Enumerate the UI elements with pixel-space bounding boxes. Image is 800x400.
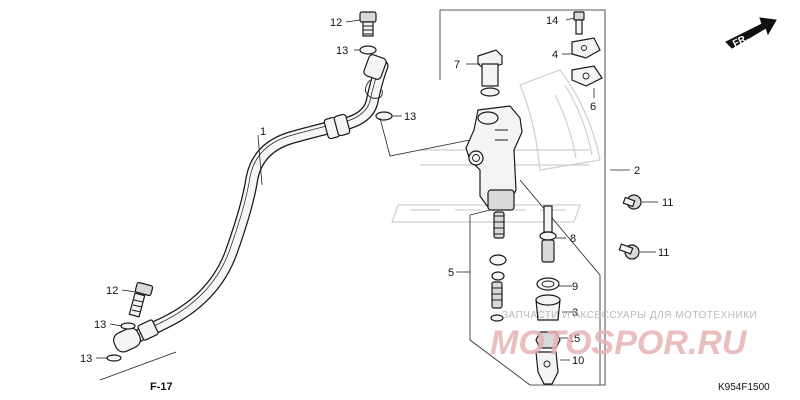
callout-13-upper-a: 13 — [336, 45, 348, 57]
callout-5: 5 — [448, 267, 454, 279]
ring-9[interactable] — [536, 277, 560, 291]
callout-1: 1 — [260, 126, 266, 138]
washer-upper-b[interactable] — [375, 111, 393, 121]
assembly-bracket-2 — [439, 9, 606, 386]
callout-2: 2 — [634, 165, 640, 177]
callout-6: 6 — [590, 101, 596, 113]
callout-3: 3 — [572, 307, 578, 319]
diaphragm-6[interactable] — [571, 65, 603, 87]
callout-15: 15 — [568, 333, 580, 345]
leader-lines — [96, 17, 658, 381]
piston-set-5[interactable] — [489, 211, 507, 322]
watermark-text: ЗАПЧАСТИ И АКСЕССУАРЫ ДЛЯ МОТОТЕХНИКИ — [502, 310, 757, 321]
callout-9: 9 — [572, 281, 578, 293]
callout-12-upper: 12 — [330, 17, 342, 29]
plate-4[interactable] — [571, 37, 601, 59]
bolt-lower[interactable] — [128, 281, 154, 318]
washer-upper-a[interactable] — [359, 45, 377, 55]
callout-13-upper-b: 13 — [404, 111, 416, 123]
washer-lower-b[interactable] — [106, 354, 122, 362]
bolt-upper[interactable] — [359, 11, 377, 37]
callout-11-lower: 11 — [658, 247, 669, 259]
callout-14: 14 — [546, 15, 558, 27]
callout-10: 10 — [572, 355, 584, 367]
watermark-logo: МОТОSPOR.RU — [490, 324, 748, 362]
clevis-10[interactable] — [535, 351, 559, 385]
bolt-11-upper[interactable] — [622, 194, 642, 210]
diagram-code: K954F1500 — [718, 382, 770, 393]
assembly-bracket-5 — [469, 209, 531, 386]
callout-7: 7 — [454, 59, 460, 71]
callout-13-lower-b: 13 — [80, 353, 92, 365]
front-direction-arrow-icon: FR. — [725, 17, 777, 50]
callout-13-lower-a: 13 — [94, 319, 106, 331]
washer-lower-a[interactable] — [120, 322, 136, 330]
reference-label[interactable]: F-17 — [150, 381, 173, 393]
bolt-11-lower[interactable] — [618, 243, 640, 260]
callout-8: 8 — [570, 233, 576, 245]
reservoir-cap[interactable] — [477, 49, 503, 97]
brake-hose[interactable] — [111, 54, 389, 355]
callout-4: 4 — [552, 49, 558, 61]
nut-15[interactable] — [535, 331, 561, 349]
callout-11-upper: 11 — [662, 197, 673, 209]
bolt-14[interactable] — [573, 11, 585, 35]
master-cylinder-body[interactable] — [465, 105, 523, 211]
joint-8[interactable] — [539, 205, 557, 263]
callout-12-lower: 12 — [106, 285, 118, 297]
